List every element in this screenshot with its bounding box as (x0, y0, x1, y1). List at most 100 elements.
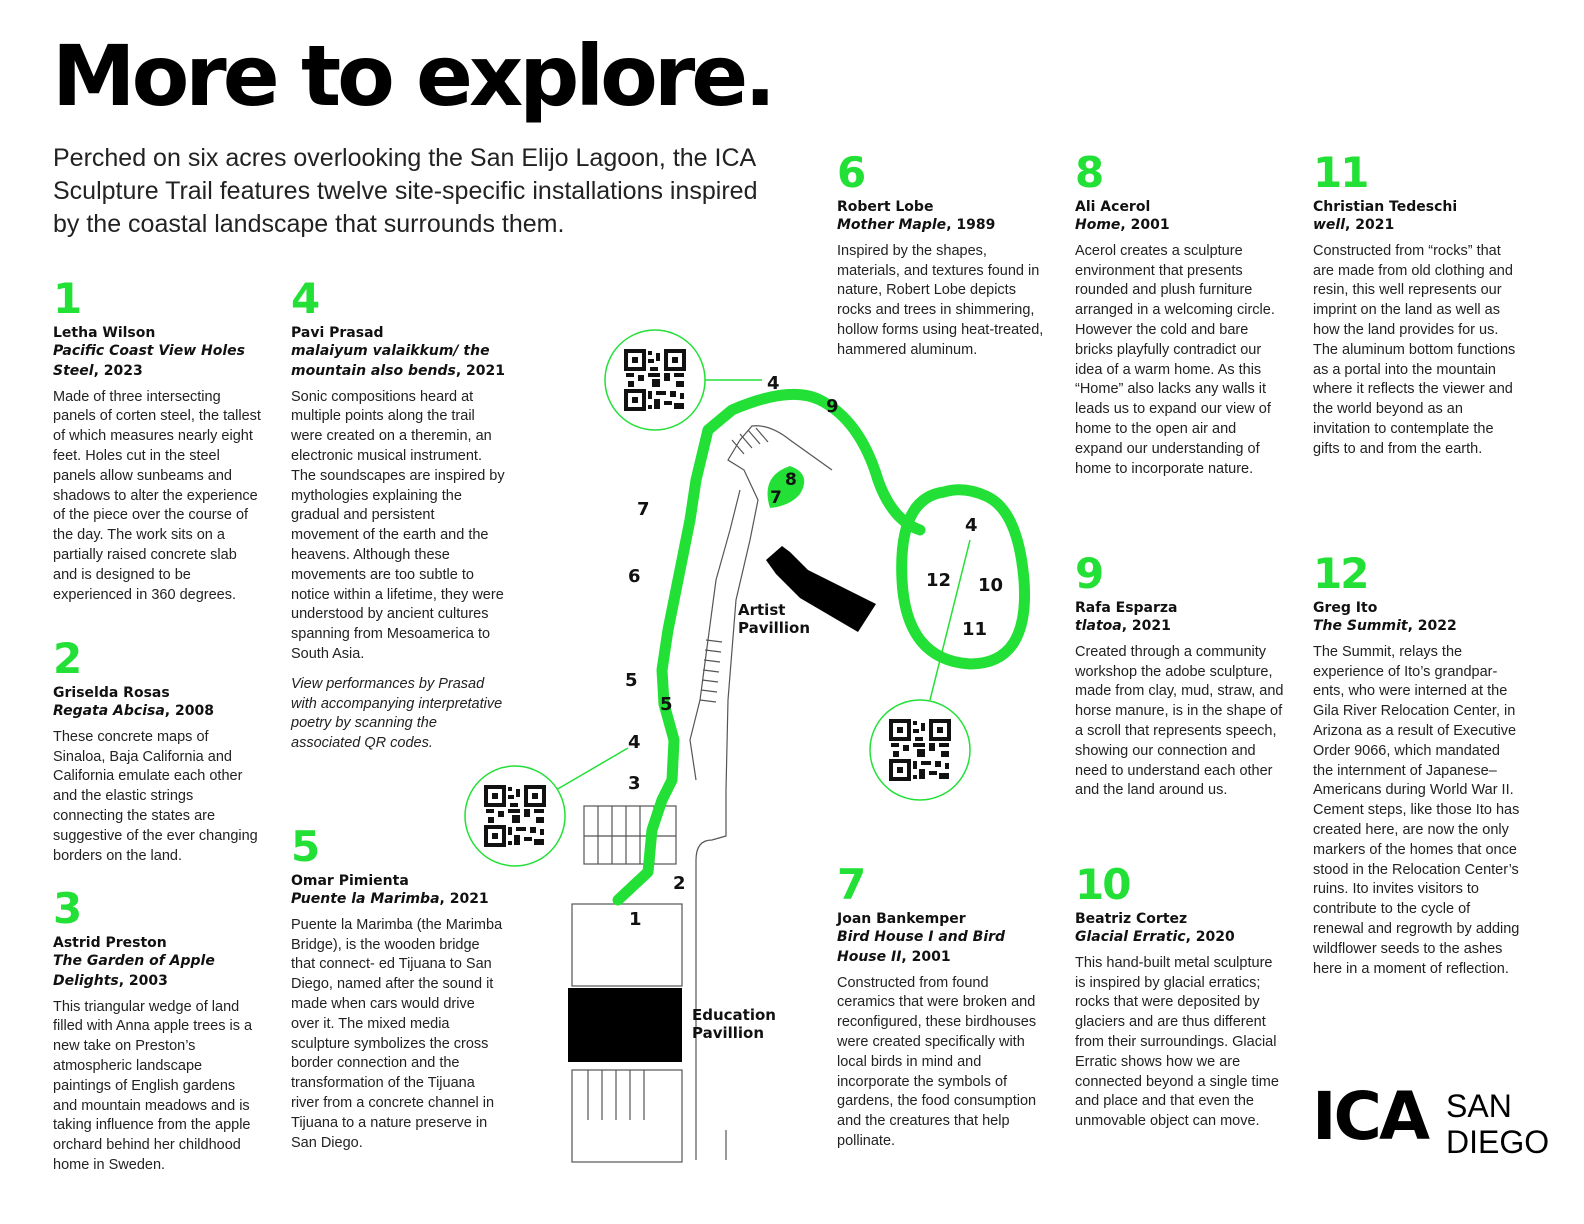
map-marker: 1 (629, 909, 642, 930)
entry-2: 2 Griselda Rosas Regata Abcisa, 2008 The… (53, 638, 258, 866)
entry-year: , 2022 (1407, 618, 1457, 634)
entry-work-title: The Summit (1313, 618, 1408, 634)
entry-description: Made of three intersecting panels of cor… (53, 388, 261, 603)
intro-paragraph: Perched on six acres overlooking the San… (53, 144, 758, 238)
entry-description: Constructed from “rocks” that are made f… (1313, 242, 1516, 457)
entry-year: , 2023 (93, 362, 143, 379)
map-marker: 5 (660, 694, 673, 715)
entry-number: 2 (53, 634, 82, 683)
qr-code-icon[interactable] (887, 717, 953, 783)
entry-1: 1 Letha Wilson Pacific Coast View Holes … (53, 278, 263, 605)
entry-artist: Astrid Preston (53, 935, 167, 951)
logo-san: SAN (1446, 1088, 1512, 1124)
entry-note: View performances by Prasad with accompa… (291, 675, 503, 752)
ramp-hatch (699, 427, 769, 703)
entry-year: , 2020 (1185, 929, 1235, 945)
map-marker: 4 (628, 732, 641, 753)
artist-pavilion-building (766, 546, 876, 632)
map-marker: 6 (628, 566, 641, 587)
entry-year: , 2021 (455, 362, 505, 379)
entry-work-title: Pacific Coast View Holes Steel (53, 343, 245, 379)
entry-7: 7 Joan Bankemper Bird House I and Bird H… (837, 864, 1047, 1152)
entry-work-title: tlatoa (1075, 618, 1122, 634)
green-trail (612, 388, 926, 906)
entry-12: 12 Greg Ito The Summit, 2022 The Summit,… (1313, 553, 1523, 979)
entry-artist: Christian Tedeschi (1313, 199, 1458, 215)
entry-work-title: Home (1075, 217, 1121, 233)
map-label-artist-pavilion: Artist (738, 601, 785, 619)
entry-artist: Greg Ito (1313, 600, 1378, 616)
entry-work-title: well (1313, 217, 1346, 233)
map-marker: 12 (926, 570, 951, 591)
qr-code-icon[interactable] (622, 347, 688, 413)
entry-description: Created through a community workshop the… (1075, 643, 1284, 799)
qr-code-icon[interactable] (482, 783, 548, 849)
map-marker: 4 (767, 373, 780, 394)
entry-work-title: Glacial Erratic (1075, 929, 1186, 945)
entry-artist: Joan Bankemper (837, 911, 966, 927)
map-marker: 5 (625, 670, 638, 691)
map-marker: 10 (978, 575, 1003, 596)
entry-number: 7 (837, 860, 866, 909)
map-marker: 11 (962, 619, 987, 640)
entry-description: Puente la Marimba (the Marimba Bridge), … (291, 916, 503, 1151)
trail-outline-left (689, 489, 741, 781)
entry-artist: Beatriz Cortez (1075, 911, 1188, 927)
entry-8: 8 Ali Acerol Home, 2001 Acerol creates a… (1075, 152, 1285, 479)
page-title: More to explore. (52, 27, 776, 125)
entry-work-title: Regata Abcisa (53, 703, 165, 719)
entry-work-title: Bird House I and Bird House II (837, 929, 1006, 965)
map-marker: 8 (785, 470, 797, 490)
qr-connector (929, 539, 971, 701)
entry-description: Acerol creates a sculpture environment t… (1075, 242, 1275, 477)
entry-artist: Griselda Rosas (53, 685, 170, 701)
entry-year: , 2001 (1120, 217, 1170, 233)
entry-year: , 2008 (164, 703, 214, 719)
map-marker: 7 (770, 488, 782, 508)
entry-number: 5 (291, 822, 320, 871)
map-marker: 4 (965, 515, 978, 536)
entry-artist: Omar Pimienta (291, 873, 409, 889)
map-label-education-pavilion: Pavillion (692, 1024, 764, 1042)
entry-artist: Rafa Esparza (1075, 600, 1178, 616)
entry-work-title: malaiyum valaikkum/ the mountain also be… (291, 343, 490, 379)
parking-lot-lower (571, 1069, 683, 1163)
education-pavilion-building (568, 988, 682, 1062)
green-teardrop (767, 466, 805, 508)
entry-work-title: Puente la Marimba (291, 891, 440, 907)
entry-number: 9 (1075, 549, 1104, 598)
entry-number: 1 (53, 274, 82, 323)
entry-artist: Ali Acerol (1075, 199, 1151, 215)
entry-year: , 2021 (1121, 618, 1171, 634)
entry-year: , 2003 (118, 972, 168, 989)
map-marker: 2 (673, 873, 686, 894)
entry-3: 3 Astrid Preston The Garden of Apple Del… (53, 888, 263, 1176)
entry-year: , 2021 (439, 891, 489, 907)
entry-year: , 1989 (946, 217, 996, 233)
entry-10: 10 Beatriz Cortez Glacial Erratic, 2020 … (1075, 864, 1285, 1132)
entry-9: 9 Rafa Esparza tlatoa, 2021 Created thro… (1075, 553, 1290, 801)
entry-5: 5 Omar Pimienta Puente la Marimba, 2021 … (291, 826, 506, 1153)
entry-4: 4 Pavi Prasad malaiyum valaikkum/ the mo… (291, 278, 506, 754)
entry-work-title: The Garden of Apple Delights (53, 953, 215, 989)
map-marker: 7 (637, 499, 650, 520)
entry-description: Constructed from found ceramics that wer… (837, 974, 1037, 1149)
ica-san-diego-logo: ICA SAN DIEGO (1312, 1084, 1549, 1162)
parking-hatch (587, 806, 655, 1120)
entry-description: The Summit, relays the experience of Ito… (1313, 643, 1520, 977)
entry-number: 4 (291, 274, 320, 323)
entry-number: 3 (53, 884, 82, 933)
entry-6: 6 Robert Lobe Mother Maple, 1989 Inspire… (837, 152, 1047, 361)
entry-work-title: Mother Maple (837, 217, 947, 233)
entry-number: 6 (837, 148, 866, 197)
map-marker: 3 (628, 773, 641, 794)
qr-connector (555, 747, 629, 791)
entry-artist: Robert Lobe (837, 199, 934, 215)
entry-year: , 2001 (901, 948, 951, 965)
entry-number: 11 (1313, 148, 1369, 197)
entry-artist: Pavi Prasad (291, 325, 384, 341)
entry-description: Sonic compositions heard at multiple poi… (291, 388, 505, 662)
entry-description: Inspired by the shapes, materials, and t… (837, 242, 1044, 358)
entry-number: 12 (1313, 549, 1369, 598)
